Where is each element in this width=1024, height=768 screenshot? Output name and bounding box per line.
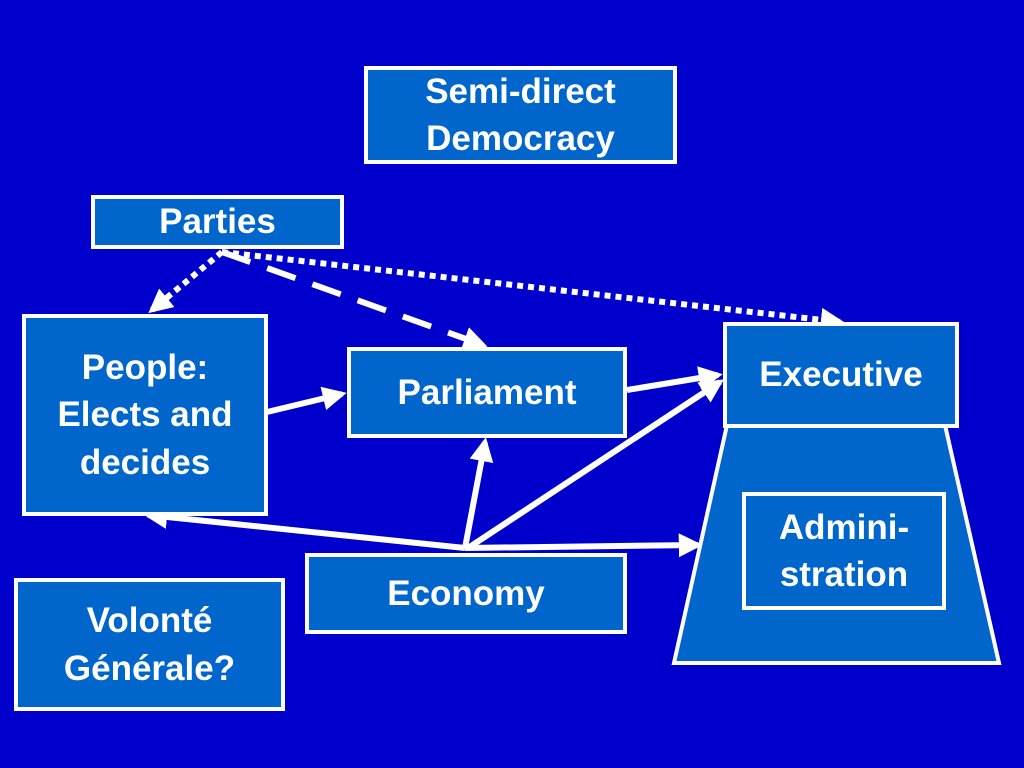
volonte-generale-label: Volonté Générale? bbox=[63, 601, 236, 688]
people-box: People: Elects and decides bbox=[22, 314, 268, 516]
arrow-economy-to-administration bbox=[464, 533, 703, 558]
arrow-people-to-parliament bbox=[266, 386, 347, 415]
executive-label: Executive bbox=[759, 355, 923, 395]
arrow-economy-to-parliament bbox=[462, 437, 494, 549]
economy-label: Economy bbox=[387, 573, 545, 613]
page-title: Semi-direct Democracy bbox=[425, 71, 616, 158]
administration-box: Admini- stration bbox=[742, 492, 946, 610]
title-box: Semi-direct Democracy bbox=[364, 66, 677, 164]
executive-box: Executive bbox=[723, 322, 959, 428]
arrow-parties-to-people bbox=[148, 249, 224, 314]
volonte-generale-box: Volonté Générale? bbox=[14, 578, 285, 711]
parliament-box: Parliament bbox=[347, 347, 627, 438]
arrow-economy-to-people bbox=[143, 505, 466, 551]
people-label: People: Elects and decides bbox=[57, 348, 233, 482]
arrow-parties-to-executive bbox=[221, 249, 845, 332]
arrow-parliament-to-executive bbox=[626, 366, 723, 393]
arrow-economy-to-executive bbox=[466, 379, 725, 551]
parties-label: Parties bbox=[159, 202, 276, 242]
parties-box: Parties bbox=[91, 195, 344, 249]
economy-box: Economy bbox=[305, 553, 627, 634]
parliament-label: Parliament bbox=[397, 372, 577, 412]
administration-label: Admini- stration bbox=[778, 507, 910, 594]
